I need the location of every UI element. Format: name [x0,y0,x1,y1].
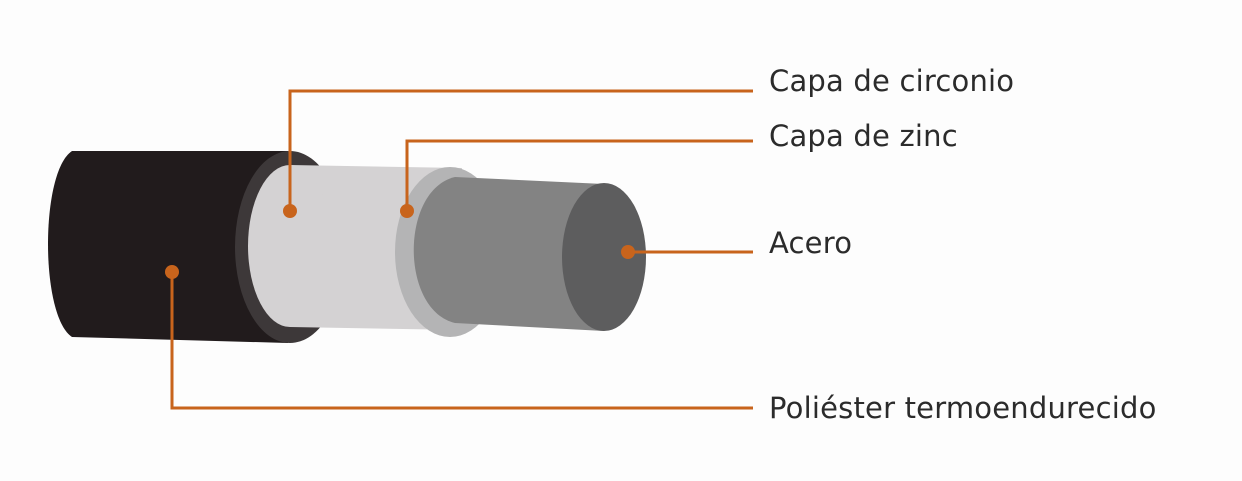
leader-lines [170,89,753,410]
zirconium-face [248,165,332,327]
steel-core [413,177,604,331]
label-steel: Acero [769,226,853,260]
dot-steel [621,245,635,259]
dot-polyester [165,265,179,279]
dot-zirconium [283,204,297,218]
label-zirconium-layer: Capa de circonio [769,64,1015,98]
leader-zinc [405,139,753,211]
label-polyester: Poliéster termoendurecido [769,391,1157,425]
label-zinc-layer: Capa de zinc [769,119,958,153]
dot-zinc [400,204,414,218]
leader-zirconium [288,89,753,211]
leader-dots [165,204,635,279]
leader-polyester [170,272,753,410]
steel-face [562,183,646,331]
polyester-sheath [48,151,288,343]
